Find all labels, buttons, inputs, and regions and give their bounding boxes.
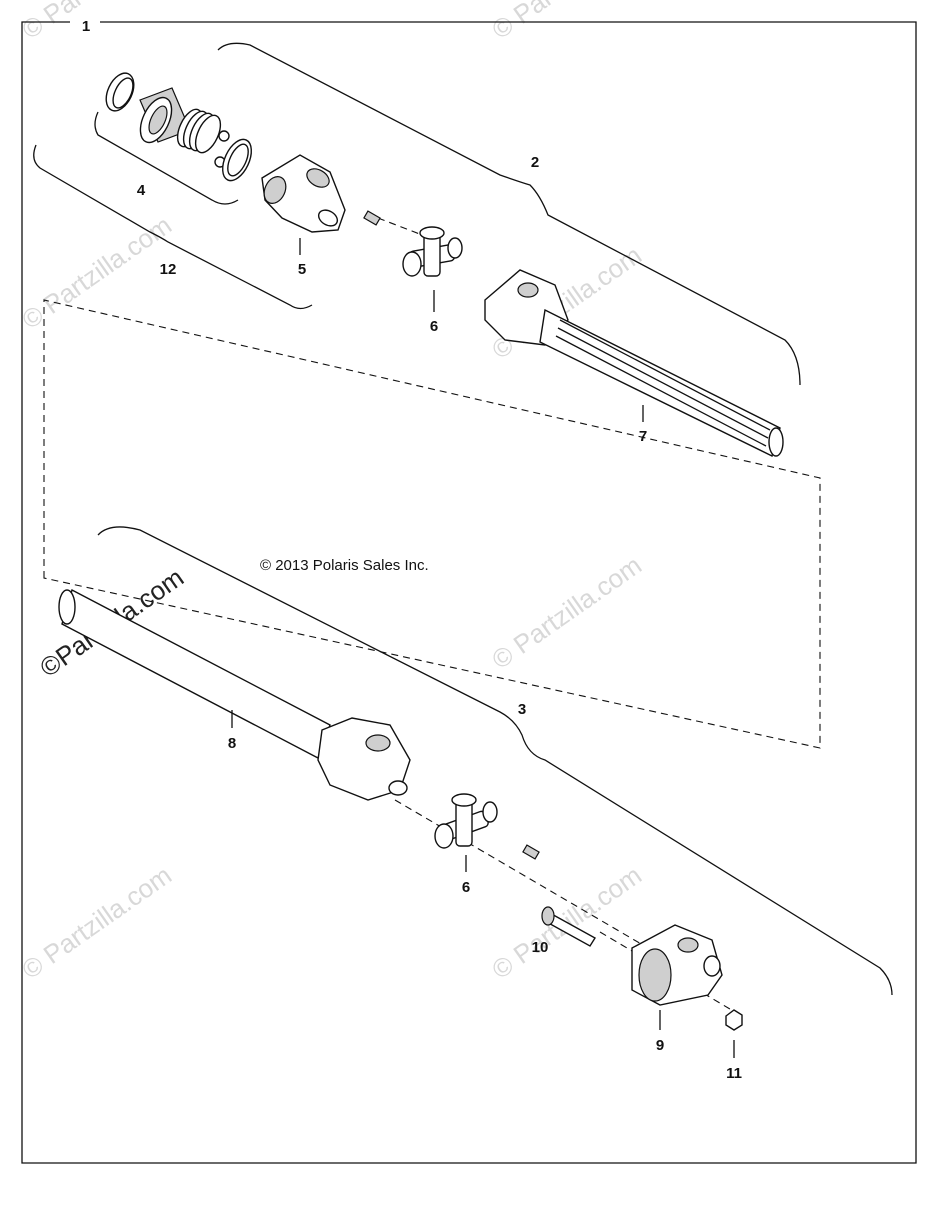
callout-labels: 1 2 3 4 5 6 7 8 6 9 10 11 12: [82, 18, 742, 1082]
bracket-12: [33, 144, 313, 310]
seal-kit-part: [105, 72, 253, 182]
callout-7: 7: [639, 428, 647, 445]
callout-1: 1: [82, 18, 90, 35]
tube-end: [58, 589, 76, 625]
u-joint-cross-part: [434, 793, 498, 849]
callout-5: 5: [298, 261, 306, 278]
callout-9: 9: [656, 1037, 664, 1054]
leader-lines: [231, 238, 735, 1058]
end-yoke-bore: [638, 948, 672, 1002]
bracket-4: [94, 111, 239, 205]
seal-ring-inner: [227, 143, 249, 177]
bracket-2: [217, 42, 801, 386]
yoke-bore: [263, 176, 287, 204]
watermark: © Partzilla.com: [16, 860, 177, 985]
bolt-head: [541, 906, 555, 926]
shaft-end: [768, 427, 784, 457]
grease-fitting: [522, 844, 540, 860]
splined-shaft-part: [484, 269, 784, 457]
drive-tube: [61, 588, 331, 759]
shaft-yoke-hole: [517, 282, 539, 298]
watermark: © Partzilla.com: [16, 210, 177, 335]
callout-6-top: 6: [430, 318, 438, 335]
bearing-cap: [482, 801, 498, 823]
bearing-cap: [419, 226, 445, 240]
end-yoke-part: [631, 924, 723, 1006]
yoke-part: [261, 154, 346, 233]
ball: [218, 130, 230, 142]
tube-yoke-hole: [365, 734, 391, 752]
u-joint-cross-part: [402, 226, 463, 277]
tube-shaft-part: [58, 588, 411, 801]
lock-nut: [725, 1009, 743, 1031]
callout-2: 2: [531, 154, 539, 171]
splined-shaft: [539, 308, 781, 457]
tube-yoke-ear: [388, 780, 408, 796]
frame-border: [21, 21, 917, 1164]
bolt-part: [541, 906, 596, 947]
callout-12: 12: [160, 261, 177, 278]
bearing-bore: [148, 105, 168, 135]
bearing-cap: [447, 237, 463, 259]
callout-10: 10: [532, 939, 549, 956]
grease-fitting: [363, 210, 381, 226]
callout-3: 3: [518, 701, 526, 718]
callout-8: 8: [228, 735, 236, 752]
watermark: © Partzilla.com: [486, 550, 647, 675]
copyright-text: © 2013 Polaris Sales Inc.: [260, 557, 429, 574]
callout-6-bottom: 6: [462, 879, 470, 896]
callout-4: 4: [137, 182, 146, 199]
end-yoke-hole: [677, 937, 699, 953]
watermark-layer: © Partzilla.com © Partzilla.com © Partzi…: [16, 0, 647, 985]
spring: [176, 108, 222, 154]
end-yoke-ear: [703, 955, 721, 977]
cross-arm: [455, 799, 473, 847]
bearing-cap: [402, 251, 422, 277]
assembly-dashed-outline: [43, 299, 821, 749]
assembly-dashed-line: [377, 217, 431, 239]
o-ring-inner: [112, 77, 134, 109]
grease-fitting-part: [363, 210, 381, 226]
callout-11: 11: [726, 1065, 742, 1082]
bearing-cap: [451, 793, 477, 807]
bearing-cap: [434, 823, 454, 849]
bracket-3: [97, 526, 893, 996]
yoke-hole: [306, 168, 330, 188]
yoke-ear: [317, 209, 339, 227]
